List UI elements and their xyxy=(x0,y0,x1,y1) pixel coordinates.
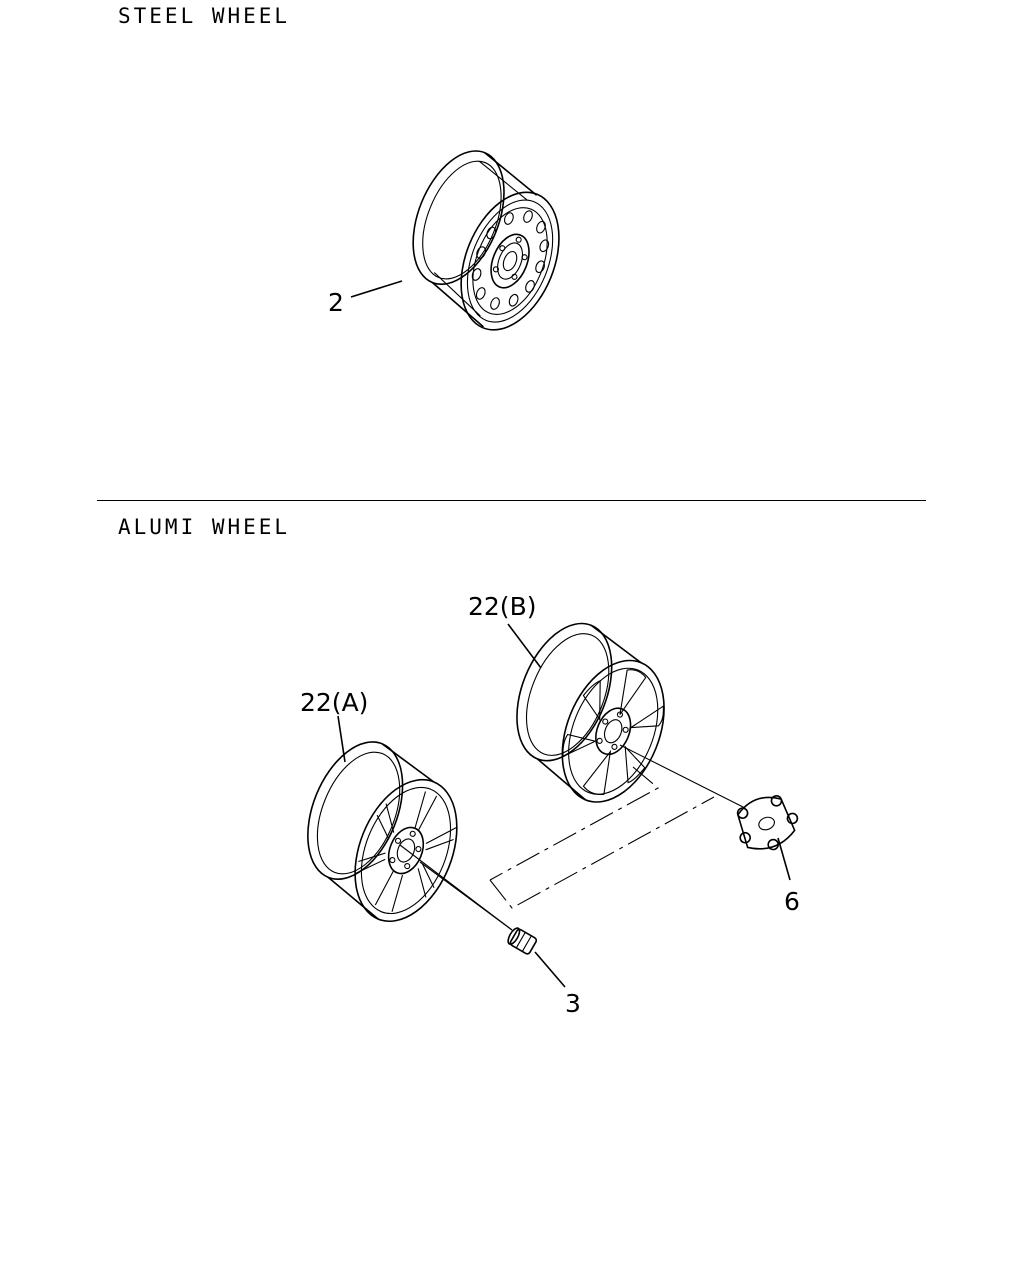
alumi-wheel-a-illustration[interactable] xyxy=(282,728,483,936)
callout-6: 6 xyxy=(784,887,800,916)
callout-3: 3 xyxy=(565,989,581,1018)
callout-22a: 22(A) xyxy=(300,688,368,717)
center-cap-illustration[interactable] xyxy=(730,789,805,860)
steel-wheel-section-title: STEEL WHEEL xyxy=(118,4,291,28)
steel-wheel-illustration[interactable] xyxy=(387,138,585,345)
callout-2-leader xyxy=(350,280,403,298)
callout-22b: 22(B) xyxy=(468,592,536,621)
callout-22b-leader xyxy=(507,623,542,669)
callout-3-leader xyxy=(534,951,566,988)
wheel-nut-illustration[interactable] xyxy=(506,926,538,955)
assembly-lines xyxy=(399,744,746,931)
callout-2: 2 xyxy=(328,288,344,317)
alumi-wheel-b-illustration[interactable] xyxy=(491,610,690,817)
callout-22a-leader xyxy=(337,715,346,763)
alumi-wheel-section-title: ALUMI WHEEL xyxy=(118,515,291,539)
section-divider xyxy=(97,500,926,501)
callout-6-leader xyxy=(777,837,791,881)
